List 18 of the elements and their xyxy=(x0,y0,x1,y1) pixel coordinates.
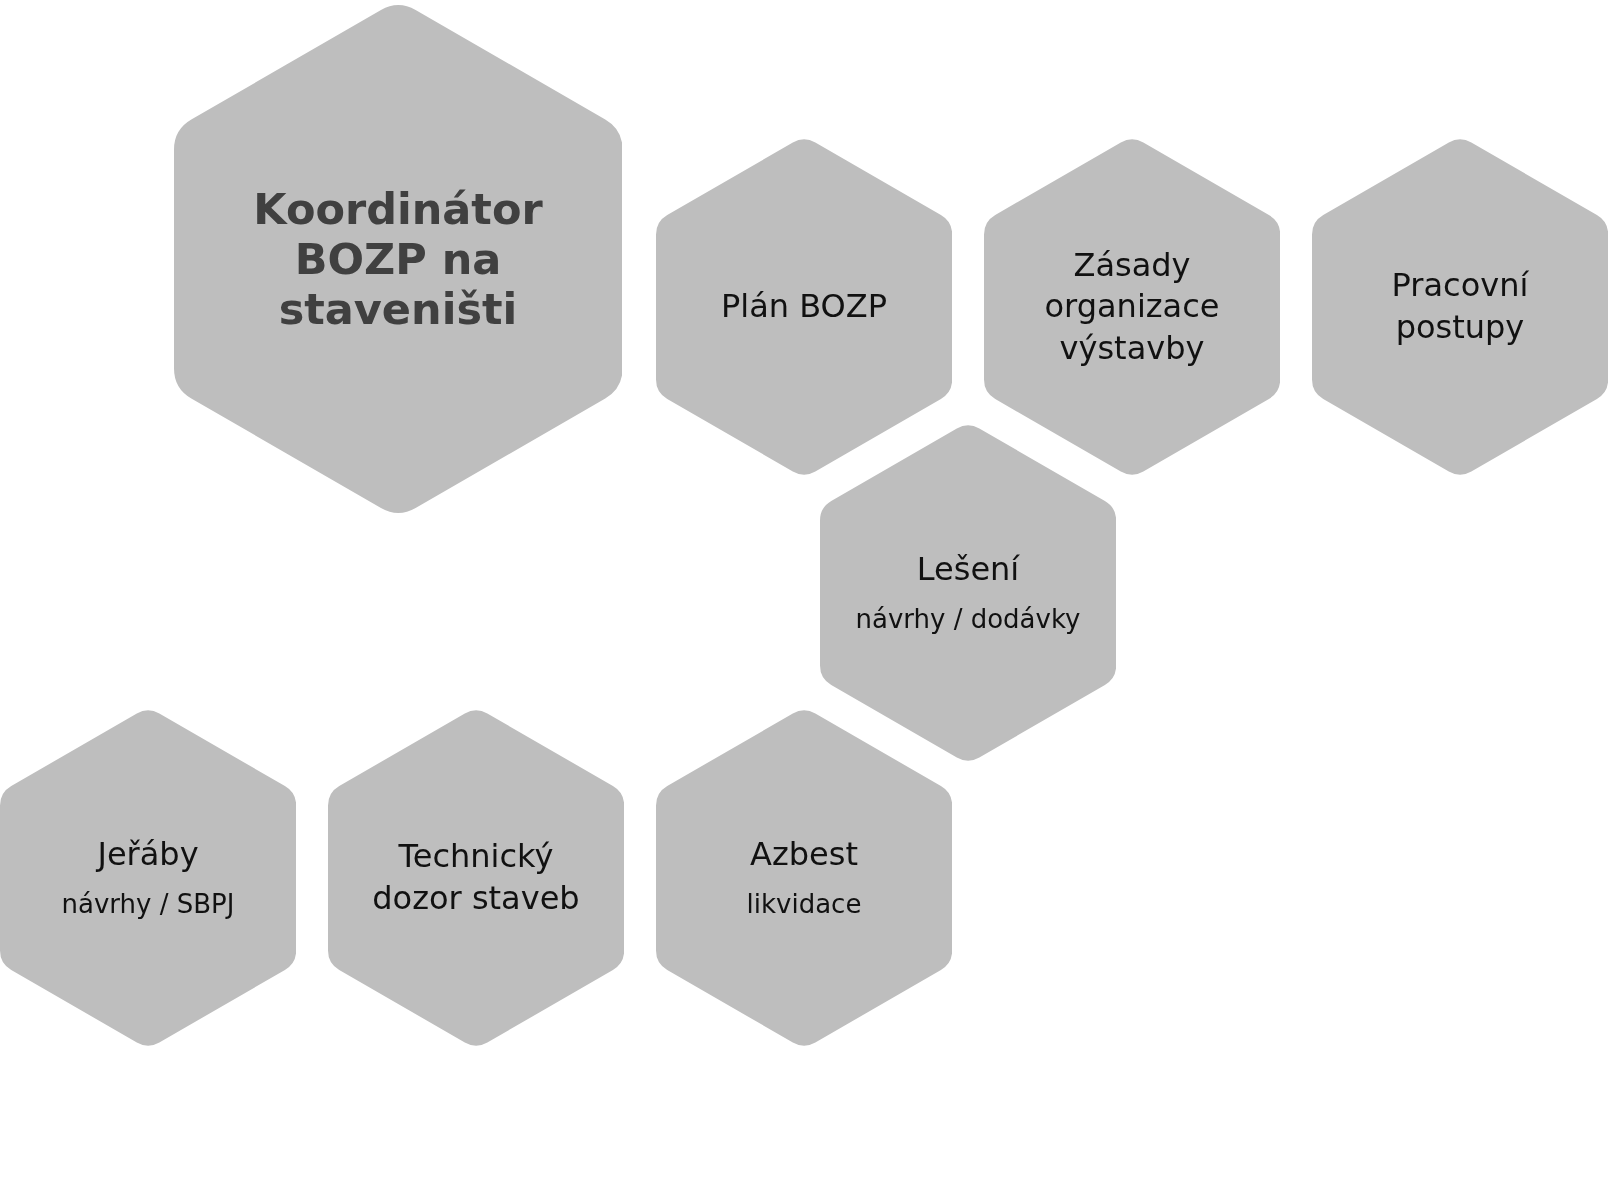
hexagon-label: Jeřáby xyxy=(97,834,199,876)
hexagon-label: Zásady organizace výstavby xyxy=(1043,244,1221,369)
hexagon-sublabel: návrhy / SBPJ xyxy=(61,887,235,921)
hexagon-label: Lešení xyxy=(916,549,1020,591)
hexagon xyxy=(655,136,953,478)
hexagon-label: Technický dozor staveb xyxy=(371,836,581,919)
hexagon-sublabel: návrhy / dodávky xyxy=(855,602,1081,636)
hexagon xyxy=(0,707,297,1049)
hexagon-label: Koordinátor BOZP na staveništi xyxy=(252,183,544,335)
hexagon-label: Pracovní postupy xyxy=(1390,265,1530,348)
hexagon xyxy=(327,707,625,1049)
hexagon xyxy=(819,422,1117,764)
hexagon-sublabel: likvidace xyxy=(746,887,862,921)
hexagon xyxy=(1311,136,1609,478)
hexagon xyxy=(983,136,1281,478)
hexagon-label: Azbest xyxy=(750,834,858,876)
hexagon xyxy=(655,707,953,1049)
hexagon-label: Plán BOZP xyxy=(720,286,887,328)
